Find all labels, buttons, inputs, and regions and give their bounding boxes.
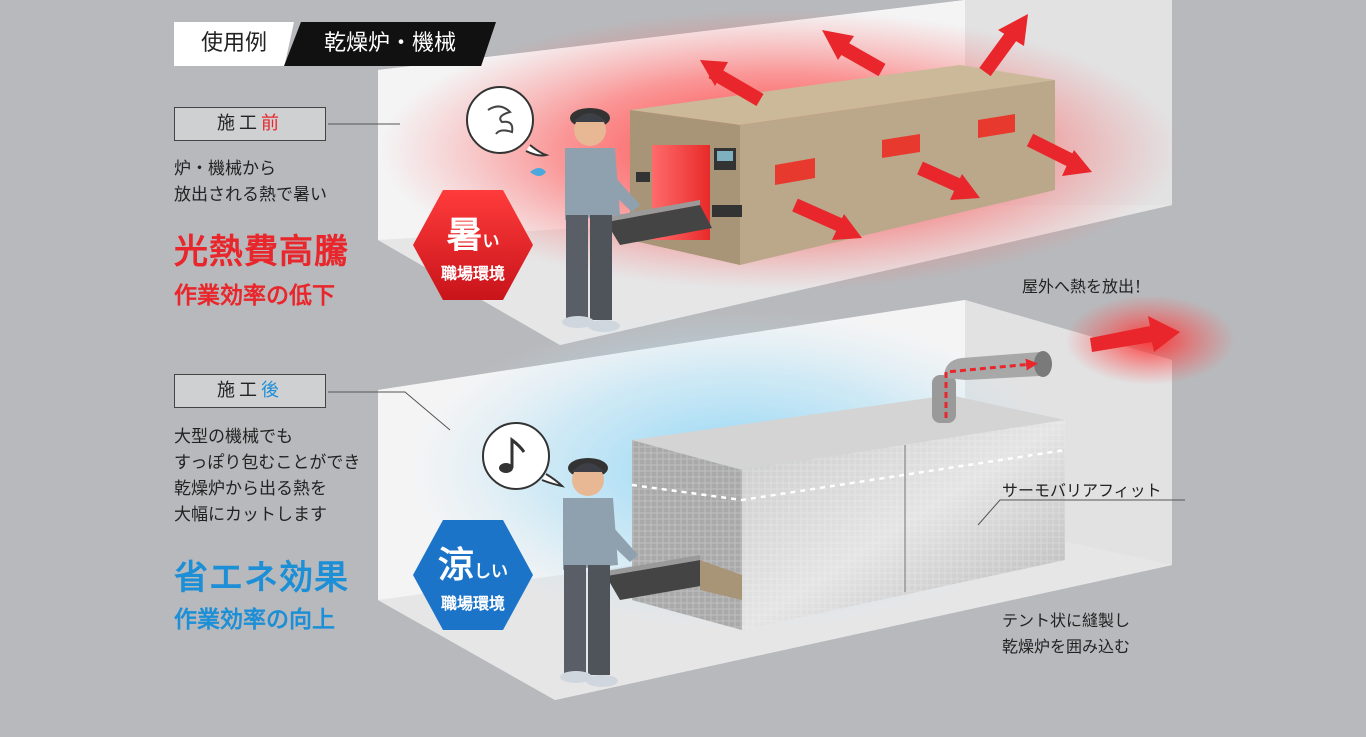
stress-bubble (466, 86, 550, 176)
headline-after: 省エネ効果 (174, 558, 349, 598)
exhaust-arrow (1065, 295, 1235, 385)
badge-hot-kanji: 暑 (446, 215, 483, 256)
headline-before: 光熱費高騰 (174, 232, 349, 272)
music-bubble (482, 422, 566, 490)
callout-product: サーモバリアフィット (1002, 481, 1162, 500)
label-after-b: 後 (261, 380, 283, 401)
badge-hot-kana: い (482, 232, 500, 252)
tag-usage-example: 使用例 (174, 22, 294, 66)
badge-cool: 涼しい 職場環境 (414, 520, 532, 630)
badge-cool-kanji: 涼 (437, 545, 474, 586)
description-before: 炉・機械から 放出される熱で暑い (174, 159, 327, 205)
subline-before: 作業効率の低下 (174, 283, 335, 309)
label-after: 施工後 (174, 374, 326, 408)
badge-hot: 暑い 職場環境 (414, 190, 532, 300)
callout-tent: テント状に縫製し 乾燥炉を囲み込む (1002, 611, 1131, 656)
description-after: 大型の機械でも すっぽり包むことができ 乾燥炉から出る熱を 大幅にカットします (174, 427, 361, 525)
tag-furnace-machine: 乾燥炉・機械 (284, 22, 496, 66)
subline-after: 作業効率の向上 (174, 607, 335, 633)
leader-lines (328, 123, 1185, 526)
thermo-barrier-tent (606, 351, 1066, 630)
badge-cool-shape (413, 520, 533, 630)
badge-cool-kana: しい (474, 562, 508, 582)
worker-after (560, 458, 638, 687)
label-before-b: 前 (261, 113, 283, 134)
label-before-a: 施工 (217, 113, 261, 134)
badge-hot-bottom: 職場環境 (440, 264, 505, 283)
badge-hot-shape (413, 190, 533, 300)
label-after-a: 施工 (217, 380, 261, 401)
callout-exhaust: 屋外へ熱を放出！ (1022, 277, 1151, 296)
heat-arrows (700, 14, 1092, 240)
label-before: 施工前 (174, 107, 326, 141)
badge-cool-bottom: 職場環境 (440, 594, 505, 613)
